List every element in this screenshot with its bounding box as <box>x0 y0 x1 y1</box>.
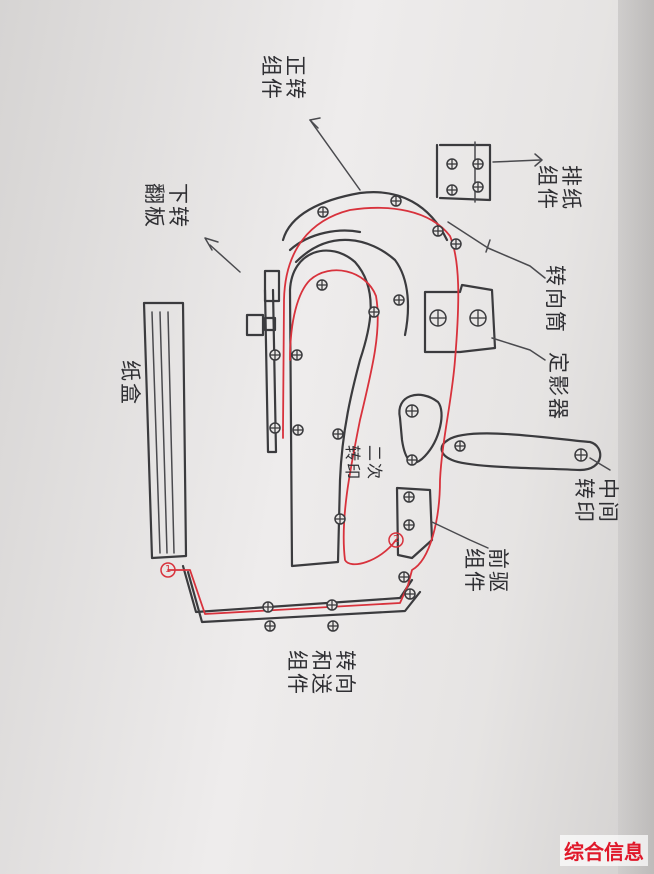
roller-icon <box>390 195 402 207</box>
roller-icon <box>454 440 466 452</box>
roller-icon <box>326 599 338 611</box>
front-drive-box <box>395 486 434 560</box>
paper-tray <box>142 301 188 560</box>
roller-icon <box>316 279 328 291</box>
roller-icon <box>446 184 458 196</box>
label-intermediate-transfer: 中间 转印 <box>572 478 620 524</box>
roller-icon <box>368 306 380 318</box>
roller-icon <box>446 158 458 170</box>
roller-icon <box>291 349 303 361</box>
label-paper-tray: 纸盒 <box>118 360 142 406</box>
roller-icon <box>403 519 415 531</box>
label-lower-flap: 下转 翻板 <box>142 183 190 229</box>
label-fuser: 定影器 <box>546 352 570 421</box>
roller-icon <box>404 588 416 600</box>
rollers <box>262 158 588 632</box>
roller-icon <box>450 238 462 250</box>
roller-icon <box>269 422 281 434</box>
label-turn-feed-unit: 转向 和送 组件 <box>285 650 357 696</box>
roller-icon <box>472 158 484 170</box>
center-drum-guide <box>288 249 372 568</box>
exit-roller-assembly <box>435 141 492 203</box>
roller-icon <box>334 513 346 525</box>
roller-icon <box>262 601 274 613</box>
roller-icon <box>264 620 276 632</box>
secondary-transfer-loop <box>398 393 443 464</box>
roller-icon <box>405 404 419 418</box>
roller-icon <box>327 620 339 632</box>
watermark-logo: 综合信息 <box>560 835 648 866</box>
roller-icon <box>406 454 418 466</box>
roller-icon <box>269 349 281 361</box>
inner-curve-guide <box>294 238 410 337</box>
roller-icon <box>317 206 329 218</box>
roller-icon <box>403 491 415 503</box>
roller-icon <box>574 448 588 462</box>
step-markers <box>160 532 404 578</box>
label-front-drive-unit: 前驱 组件 <box>462 548 510 594</box>
marker-1-circle <box>160 562 176 578</box>
paper-path <box>167 207 460 615</box>
roller-icon <box>472 181 484 193</box>
roller-icon <box>469 309 487 327</box>
roller-icon <box>432 225 444 237</box>
photo-edge <box>618 0 654 874</box>
fuser-box <box>423 283 497 354</box>
marker-2-label: 2 <box>393 534 400 545</box>
label-secondary-transfer: 二次 转印 <box>343 445 384 482</box>
roller-icon <box>429 309 447 327</box>
label-exit-unit: 排纸 组件 <box>535 165 583 211</box>
roller-icon <box>332 428 344 440</box>
intermediate-transfer-belt <box>440 432 602 472</box>
reverse-guide-outer <box>281 191 449 252</box>
roller-icon <box>393 294 405 306</box>
marker-1-label: 1 <box>165 564 172 575</box>
roller-icon <box>292 424 304 436</box>
left-vertical-guide <box>245 269 281 454</box>
marker-2-circle <box>388 532 404 548</box>
label-diverter: 转向筒 <box>543 265 567 334</box>
label-forward-unit: 正转 组件 <box>259 55 307 101</box>
leader-lines <box>204 117 611 549</box>
roller-icon <box>398 571 410 583</box>
